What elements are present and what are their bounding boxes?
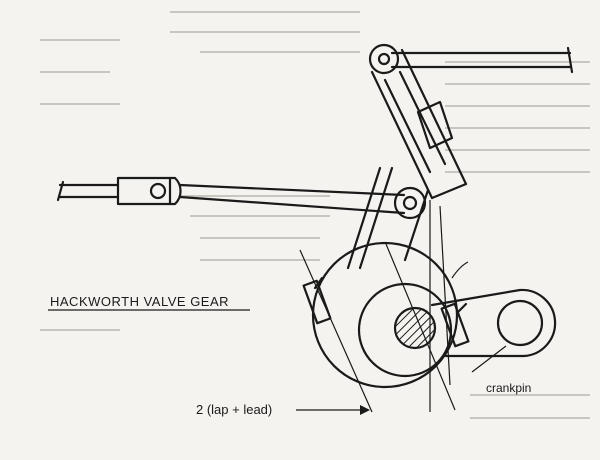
dimension-label: 2 (lap + lead) (196, 402, 272, 417)
slide-guide (370, 48, 468, 200)
eccentric-strap (302, 241, 470, 389)
slide-block (416, 100, 454, 150)
dimension-line (296, 405, 370, 415)
show-through-text (40, 11, 590, 419)
construction-lines (299, 200, 469, 413)
crankpin-leader (471, 345, 507, 373)
diagram-title: HACKWORTH VALVE GEAR (50, 294, 229, 309)
valve-rod (390, 46, 574, 74)
middle-pin (393, 186, 427, 220)
crankpin-label: crankpin (486, 381, 531, 395)
top-pin (368, 43, 400, 75)
vibrating-link (346, 166, 430, 270)
crank-arm (430, 288, 557, 358)
